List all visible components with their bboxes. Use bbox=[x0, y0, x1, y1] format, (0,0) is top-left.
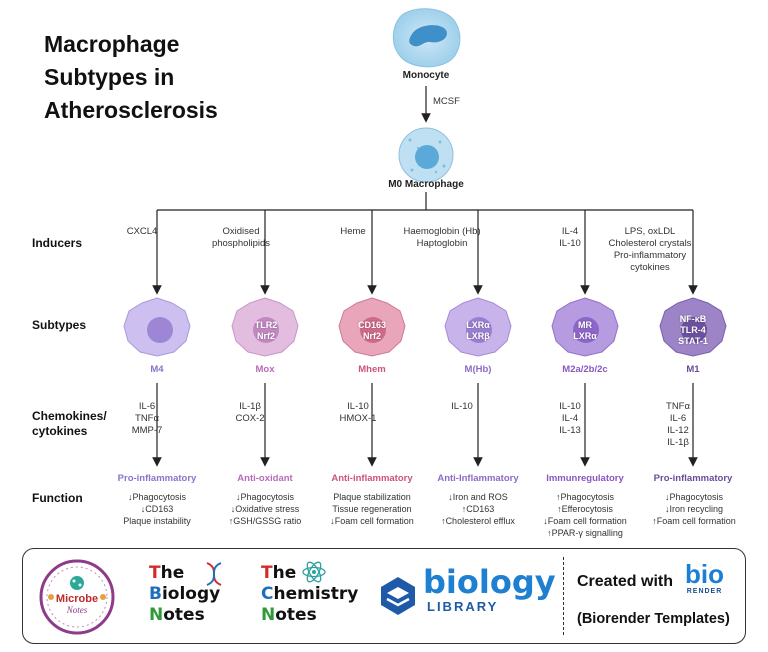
microbe-notes-logo-icon[interactable] bbox=[37, 557, 117, 637]
inducer-m2: IL-4 IL-10 bbox=[559, 226, 581, 249]
monocyte-label: Monocyte bbox=[402, 70, 450, 81]
flow-diagram bbox=[123, 8, 727, 467]
row-label-inducers: Inducers bbox=[32, 236, 83, 250]
chemistry-notes-logo[interactable]: The Chemistry Notes bbox=[261, 563, 359, 625]
cell-text-m2: MR LXRα bbox=[573, 320, 597, 341]
m0-macrophage-icon bbox=[398, 127, 454, 183]
footer-divider bbox=[563, 557, 564, 635]
biology-library-logo-icon[interactable] bbox=[375, 573, 421, 619]
function-title-m2: Immunregulatory bbox=[546, 473, 624, 484]
cytokines-m4: IL-6 TNFα MMP-7 bbox=[131, 401, 163, 436]
function-mhb: ↓Iron and ROS ↑CD163 ↑Cholesterol efflux bbox=[441, 492, 515, 526]
function-m1: ↓Phagocytosis ↓Iron recycling ↑Foam cell… bbox=[652, 492, 736, 526]
m2-cell-icon bbox=[551, 297, 619, 357]
biorender-templates-label: (Biorender Templates) bbox=[577, 611, 730, 627]
atom-icon bbox=[302, 561, 326, 583]
m4-cell-icon bbox=[123, 297, 191, 357]
row-label-chemokines: Chemokines/ cytokines bbox=[32, 409, 107, 438]
biorender-logo[interactable]: bio RENDER bbox=[685, 559, 724, 595]
mhem-cell-icon bbox=[338, 297, 406, 357]
inducer-m1: LPS, oxLDL Cholesterol crystals Pro-infl… bbox=[608, 226, 692, 273]
inducer-m4: CXCL4 bbox=[126, 226, 158, 237]
subtype-mhb: M(Hb) bbox=[464, 364, 492, 375]
function-mox: ↓Phagocytosis ↓Oxidative stress ↑GSH/GSS… bbox=[228, 492, 302, 526]
row-label-function: Function bbox=[32, 491, 83, 505]
subtype-cells bbox=[123, 297, 727, 357]
subtype-m1: M1 bbox=[686, 364, 700, 375]
biology-library-logo-text: biology LIBRARY bbox=[423, 563, 556, 614]
function-title-m1: Pro-inflammatory bbox=[653, 473, 733, 484]
subtype-mox: Mox bbox=[255, 364, 275, 375]
cytokines-m2: IL-10 IL-4 IL-13 bbox=[559, 401, 581, 436]
cell-text-m1: NF-κB TLR-4 STAT-1 bbox=[678, 314, 708, 346]
subtype-m4: M4 bbox=[150, 364, 164, 375]
inducer-mhb: Haemoglobin (Hb) Haptoglobin bbox=[403, 226, 481, 249]
cell-text-mox: TLR2 Nrf2 bbox=[254, 320, 278, 341]
monocyte-cell-icon bbox=[392, 8, 461, 68]
function-title-mhb: Anti-Inflammatory bbox=[437, 473, 519, 484]
cytokines-mhb: IL-10 bbox=[451, 401, 473, 412]
dna-icon bbox=[206, 562, 222, 586]
microbe-notes-logo-text: Microbe Notes bbox=[55, 593, 99, 615]
function-mhem: Plaque stabilization Tissue regeneration… bbox=[330, 492, 414, 526]
mhb-cell-icon bbox=[444, 297, 512, 357]
mox-cell-icon bbox=[231, 297, 299, 357]
subtype-mhem: Mhem bbox=[358, 364, 386, 375]
row-label-subtypes: Subtypes bbox=[32, 318, 87, 332]
cytokines-mhem: IL-10 HMOX-1 bbox=[339, 401, 377, 424]
inducer-mox: Oxidised phospholipids bbox=[211, 226, 271, 249]
cytokines-mox: IL-1β COX-2 bbox=[235, 401, 265, 424]
function-title-mhem: Anti-inflammatory bbox=[331, 473, 413, 484]
created-with-label: Created with bbox=[577, 573, 674, 590]
function-m4: ↓Phagocytosis ↓CD163 Plaque instability bbox=[123, 492, 191, 526]
function-m2: ↑Phagocytosis ↑Efferocytosis ↓Foam cell … bbox=[543, 492, 627, 538]
cytokines-m1: TNFα IL-6 IL-12 IL-1β bbox=[666, 401, 690, 448]
cell-text-mhb: LXRα LXRβ bbox=[466, 320, 490, 341]
function-title-m4: Pro-inflammatory bbox=[117, 473, 197, 484]
inducer-mhem: Heme bbox=[340, 226, 366, 237]
m0-macrophage-label: M0 Macrophage bbox=[388, 179, 464, 190]
cell-text-mhem: CD163 Nrf2 bbox=[357, 320, 386, 341]
biology-notes-logo[interactable]: The Biology Notes bbox=[149, 563, 221, 625]
subtype-m2: M2a/2b/2c bbox=[562, 364, 608, 375]
page-title: Macrophage Subtypes in Atherosclerosis bbox=[44, 31, 218, 123]
m1-cell-icon bbox=[659, 297, 727, 357]
mcsf-label: MCSF bbox=[433, 96, 460, 107]
footer-logos-panel: Microbe Notes The Biology Notes The Chem… bbox=[22, 548, 746, 644]
function-title-mox: Anti-oxidant bbox=[237, 473, 293, 484]
